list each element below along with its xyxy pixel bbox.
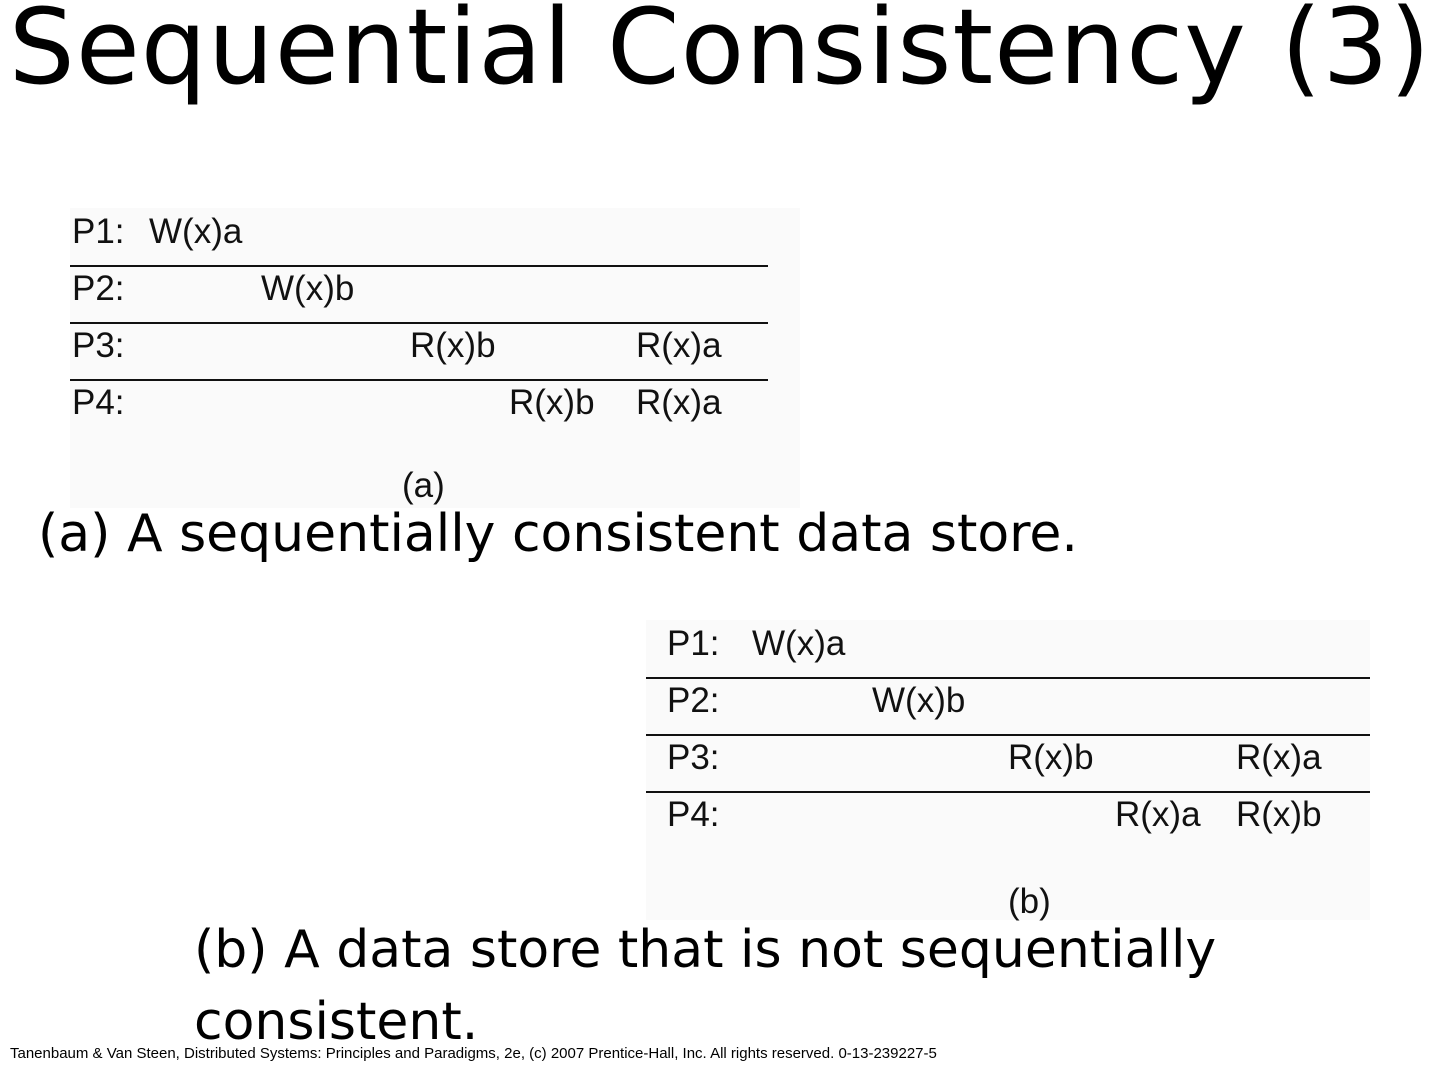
caption-b: (b) A data store that is not sequentiall… [194, 920, 1217, 1052]
figure-b-row-p1: P1: W(x)a [646, 620, 1370, 679]
figure-a-row-p4: P4: R(x)b R(x)a [70, 379, 768, 436]
operation: R(x)a [1115, 795, 1201, 834]
process-label: P1: [72, 212, 125, 251]
caption-a: (a) A sequentially consistent data store… [38, 504, 1078, 564]
figure-a-label: (a) [402, 466, 445, 505]
figure-b-row-p3: P3: R(x)b R(x)a [646, 734, 1370, 793]
process-label: P3: [667, 738, 720, 777]
figure-a-row-p1: P1: W(x)a [70, 208, 768, 267]
process-label: P1: [667, 624, 720, 663]
process-label: P4: [667, 795, 720, 834]
process-label: P2: [72, 269, 125, 308]
figure-b-row-p4: P4: R(x)a R(x)b [646, 791, 1370, 848]
operation: W(x)b [261, 269, 355, 308]
figure-a: P1: W(x)a P2: W(x)b P3: R(x)b R(x)a P4: … [70, 208, 800, 508]
operation: R(x)b [1236, 795, 1322, 834]
slide-title: Sequential Consistency (3) [8, 0, 1432, 108]
operation: W(x)a [149, 212, 243, 251]
process-label: P2: [667, 681, 720, 720]
operation: R(x)a [636, 326, 722, 365]
operation: R(x)b [410, 326, 496, 365]
operation: R(x)a [636, 383, 722, 422]
operation: W(x)b [872, 681, 966, 720]
operation: R(x)a [1236, 738, 1322, 777]
figure-b-label: (b) [1008, 882, 1051, 921]
figure-a-row-p2: P2: W(x)b [70, 265, 768, 324]
operation: R(x)b [1008, 738, 1094, 777]
process-label: P3: [72, 326, 125, 365]
operation: R(x)b [509, 383, 595, 422]
figure-a-row-p3: P3: R(x)b R(x)a [70, 322, 768, 381]
process-label: P4: [72, 383, 125, 422]
figure-b: P1: W(x)a P2: W(x)b P3: R(x)b R(x)a P4: … [646, 620, 1370, 921]
copyright-footer: Tanenbaum & Van Steen, Distributed Syste… [10, 1045, 937, 1062]
operation: W(x)a [752, 624, 846, 663]
figure-b-row-p2: P2: W(x)b [646, 677, 1370, 736]
